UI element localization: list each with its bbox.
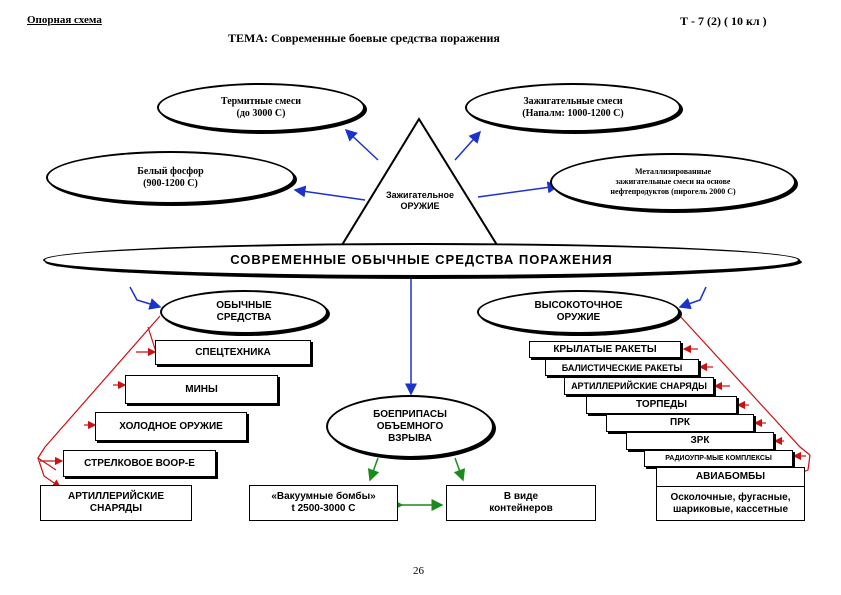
vacuum-bombs-box: «Вакуумные бомбы» t 2500-3000 С bbox=[249, 485, 398, 521]
triangle-label: Зажигательное ОРУЖИЕ bbox=[386, 190, 454, 211]
item-mines: МИНЫ bbox=[125, 375, 278, 404]
red-trunk-left bbox=[37, 315, 161, 471]
item-zrk: ЗРК bbox=[626, 432, 774, 450]
page-number: 26 bbox=[413, 565, 424, 577]
arrow-to-metallized bbox=[477, 181, 560, 198]
item-small-arms: СТРЕЛКОВОЕ ВООР-Е bbox=[63, 450, 216, 477]
metallized-label: Металлизированные зажигательные смеси на… bbox=[610, 167, 736, 196]
item-torpedoes: ТОРПЕДЫ bbox=[586, 396, 737, 414]
volume-blast-title: БОЕПРИПАСЫ ОБЪЕМНОГО ВЗРЫВА bbox=[373, 408, 447, 444]
arrow-to-vacuum bbox=[367, 457, 380, 482]
item-precision-artillery: АРТИЛЛЕРИЙСКИЕ СНАРЯДЫ bbox=[564, 377, 714, 395]
topic-title: ТЕМА: Современные боевые средства пораже… bbox=[228, 31, 500, 45]
item-prk: ПРК bbox=[606, 414, 754, 432]
item-radio-controlled: РАДИОУПР-МЫЕ КОМПЛЕКСЫ bbox=[644, 450, 793, 467]
bombs-detail: Осколочные, фугасные, шариковые, кассетн… bbox=[656, 486, 805, 521]
termite-label: Термитные смеси (до 3000 С) bbox=[220, 95, 302, 119]
oval-napalm: Зажигательные смеси (Напалм: 1000-1200 С… bbox=[465, 83, 681, 132]
phosphorus-label: Белый фосфор (900-1200 С) bbox=[137, 165, 204, 189]
item-cruise-missiles: КРЫЛАТЫЕ РАКЕТЫ bbox=[529, 341, 681, 358]
containers-box: В виде контейнеров bbox=[446, 485, 596, 521]
item-spetstechnika: СПЕЦТЕХНИКА bbox=[155, 340, 311, 365]
red-trunk-right bbox=[679, 315, 811, 456]
main-band-label: СОВРЕМЕННЫЕ ОБЫЧНЫЕ СРЕДСТВА ПОРАЖЕНИЯ bbox=[230, 252, 613, 267]
arrow-to-phosphorus bbox=[293, 185, 366, 201]
oval-termite: Термитные смеси (до 3000 С) bbox=[157, 83, 365, 132]
header-right: Т - 7 (2) ( 10 кл ) bbox=[680, 14, 767, 28]
oval-precision: ВЫСОКОТОЧНОЕ ОРУЖИЕ bbox=[477, 290, 680, 334]
conventional-title: ОБЫЧНЫЕ СРЕДСТВА bbox=[216, 300, 272, 323]
main-band: СОВРЕМЕННЫЕ ОБЫЧНЫЕ СРЕДСТВА ПОРАЖЕНИЯ bbox=[43, 243, 800, 277]
item-ballistic-missiles: БАЛИСТИЧЕСКИЕ РАКЕТЫ bbox=[545, 359, 699, 376]
oval-metallized: Металлизированные зажигательные смеси на… bbox=[550, 153, 796, 211]
arrow-to-napalm bbox=[454, 130, 481, 161]
oval-phosphorus: Белый фосфор (900-1200 С) bbox=[46, 151, 295, 204]
oval-conventional: ОБЫЧНЫЕ СРЕДСТВА bbox=[160, 290, 328, 334]
arrow-to-termite bbox=[344, 128, 379, 161]
item-artillery-shells: АРТИЛЛЕРИЙСКИЕ СНАРЯДЫ bbox=[40, 485, 192, 521]
napalm-label: Зажигательные смеси (Напалм: 1000-1200 С… bbox=[522, 95, 624, 119]
oval-volume-blast: БОЕПРИПАСЫ ОБЪЕМНОГО ВЗРЫВА bbox=[326, 395, 494, 458]
arrow-to-precision bbox=[678, 286, 707, 310]
precision-title: ВЫСОКОТОЧНОЕ ОРУЖИЕ bbox=[534, 300, 623, 323]
arrow-to-containers bbox=[453, 457, 466, 482]
arrow-to-conventional bbox=[129, 286, 162, 310]
item-cold-weapons: ХОЛОДНОЕ ОРУЖИЕ bbox=[95, 412, 247, 441]
item-aerial-bombs: АВИАБОМБЫ bbox=[656, 467, 805, 487]
header-left: Опорная схема bbox=[27, 14, 102, 26]
